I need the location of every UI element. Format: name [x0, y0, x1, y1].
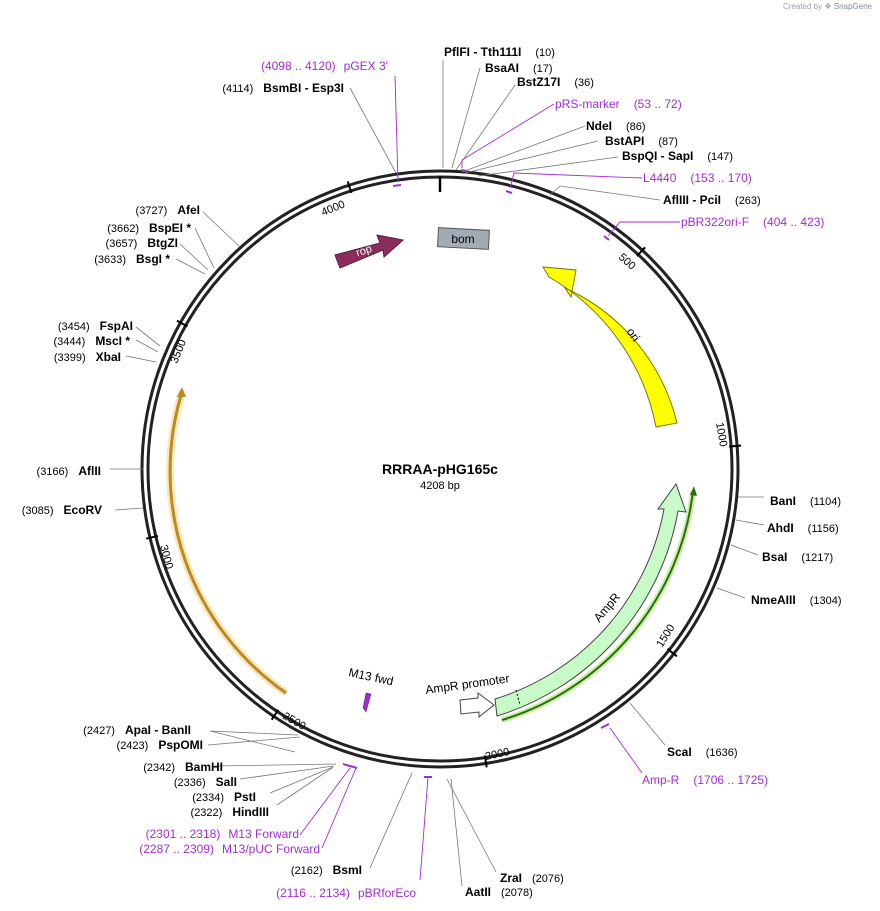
enzyme-ahdi: AhdI(1156): [767, 521, 839, 535]
enzyme-aatii: AatII(2078): [465, 885, 533, 899]
features-group: ori rop bom AmpR AmpR promoter M13 fwd: [166, 227, 697, 723]
snapgene-logo-icon: ❖: [824, 2, 832, 11]
orange-arc-halo: [166, 390, 289, 697]
ampr-promoter-label: AmpR promoter: [424, 671, 510, 697]
enzyme-bspei: (3662)BspEI *: [107, 221, 191, 235]
primer-mark-ampr: [600, 723, 610, 729]
primer-amp-r: Amp-R(1706 .. 1725): [642, 773, 768, 787]
primer-m13-puc-forward: (2287 .. 2309)M13/pUC Forward: [139, 842, 320, 856]
ampr-junction: [515, 689, 521, 706]
ticks-group: [145, 181, 742, 768]
bom-feature: [436, 227, 490, 250]
credit-brand: SnapGene: [833, 2, 872, 11]
primer-mark-pbr322: [603, 235, 610, 241]
enzyme-nmeaiii: NmeAIII(1304): [751, 593, 841, 607]
scale-tick: [270, 709, 280, 721]
enzyme-bstz17i: BstZ17I(36): [517, 75, 594, 89]
primer-l4440: L4440(153 .. 170): [643, 171, 752, 185]
primer-pbr322ori: pBR322ori-F(404 .. 423): [681, 215, 824, 229]
enzyme-bani: BanI(1104): [770, 494, 841, 508]
enzyme-afliii: AflIII - PciI(263): [663, 193, 761, 207]
primer-pbrforeco: (2116 .. 2134)pBRforEco: [276, 886, 416, 900]
primer-m13-forward: (2301 .. 2318)M13 Forward: [146, 827, 299, 841]
bom-label: bom: [451, 232, 474, 246]
tick-label-1000: 1000: [713, 421, 729, 447]
enzyme-bstapi: BstAPI(87): [605, 134, 678, 148]
credit-prefix: Created by: [782, 2, 823, 11]
primer-leader-lines: [299, 75, 680, 881]
enzyme-pspomi: (2423)PspOMI: [117, 738, 203, 752]
primer-prs-marker: pRS-marker(53 .. 72): [555, 97, 682, 111]
scale-tick: [145, 534, 159, 540]
ampr-primer-arrowhead: [690, 486, 697, 496]
enzyme-apai: (2427)ApaI - BanII: [83, 723, 191, 737]
scale-tick: [483, 755, 488, 768]
enzyme-ecorv: (3085)EcoRV: [22, 503, 102, 517]
primer-mark-l4440: [505, 190, 513, 194]
enzyme-bsai: BsaI(1217): [762, 550, 833, 564]
enzyme-xbai: (3399)XbaI: [54, 350, 121, 364]
enzyme-btgzi: (3657)BtgZI: [106, 236, 178, 250]
ampr-promoter-feature: [459, 692, 495, 719]
scale-tick: [729, 444, 742, 448]
enzyme-sali: (2336)SalI: [174, 775, 237, 789]
enzyme-bamhi: (2342)BamHI: [143, 760, 223, 774]
enzyme-fspai: (3454)FspAI: [58, 319, 133, 333]
primer-labels: (4098 .. 4120)pGEX 3' pRS-marker(53 .. 7…: [139, 59, 824, 900]
enzyme-ndei: NdeI(86): [586, 119, 646, 133]
enzyme-aflii: (3166)AflII: [37, 464, 101, 478]
m13-fwd-label: M13 fwd: [347, 665, 394, 688]
enzyme-zrai: ZraI(2076): [500, 871, 564, 885]
snapgene-credit: Created by ❖ SnapGene: [783, 2, 872, 11]
ori-feature: [542, 266, 678, 428]
plasmid-length: 4208 bp: [420, 480, 460, 492]
enzyme-msci: (3444)MscI *: [54, 334, 131, 348]
enzyme-bspqi: BspQI - SapI(147): [622, 149, 733, 163]
orange-arc-arrowhead: [177, 387, 186, 397]
tick-label-500: 500: [616, 251, 638, 272]
enzyme-bsmi: (2162)BsmI: [291, 863, 362, 877]
primer-mark-m13: [342, 763, 358, 769]
enzyme-bsgi: (3633)BsgI *: [94, 252, 170, 266]
ampr-feature: [494, 482, 687, 717]
scale-tick: [666, 648, 678, 658]
orange-arc: [168, 391, 287, 695]
ori-label: ori: [624, 325, 643, 344]
enzyme-hindiii: (2322)HindIII: [191, 805, 269, 819]
primer-mark-pgex: [392, 184, 402, 187]
ampr-primer-line: [501, 490, 694, 721]
primer-pgex: (4098 .. 4120)pGEX 3': [261, 59, 388, 73]
enzyme-labels: PflFI - Tth111I(10) BsaAI(17) BstZ17I(36…: [22, 45, 842, 899]
rop-label: rop: [355, 243, 374, 259]
m13-fwd-feature: [362, 692, 372, 713]
tick-label-2000: 2000: [484, 746, 510, 763]
enzyme-scai: ScaI(1636): [667, 745, 737, 759]
scale-tick: [636, 246, 646, 257]
enzyme-pflfi: PflFI - Tth111I(10): [444, 45, 555, 59]
enzyme-bsmbi: (4114)BsmBI - Esp3I: [222, 81, 344, 95]
enzyme-bsaai: BsaAI(17): [485, 61, 553, 75]
plasmid-name: RRRAA-pHG165c: [382, 461, 498, 477]
leader-lines: [110, 60, 765, 887]
enzyme-psti: (2334)PstI: [192, 790, 256, 804]
scale-tick: [346, 181, 353, 194]
rop-feature: [334, 234, 405, 269]
enzyme-afei: (3727)AfeI: [136, 203, 200, 217]
scale-tick: [176, 319, 188, 328]
